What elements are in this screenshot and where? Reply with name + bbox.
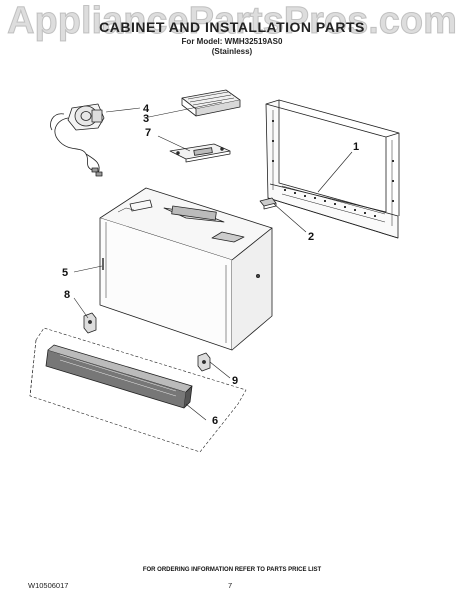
- page-number: 7: [228, 581, 233, 590]
- callout-7: 7: [145, 127, 151, 139]
- callout-2: 2: [308, 231, 314, 243]
- callout-5: 5: [62, 267, 68, 279]
- part-8-clip[interactable]: [83, 312, 97, 334]
- part-6-front-grille[interactable]: [45, 344, 193, 409]
- callout-3: 3: [143, 113, 149, 125]
- ordering-note: FOR ORDERING INFORMATION REFER TO PARTS …: [142, 567, 322, 573]
- leader-lines: [73, 101, 353, 421]
- part-7-damper-plate[interactable]: [169, 143, 231, 163]
- callout-6: 6: [212, 415, 218, 427]
- part-4-motor-assembly[interactable]: [50, 103, 105, 177]
- callout-8: 8: [64, 289, 70, 301]
- document-number: W10506017: [28, 581, 69, 590]
- part-1-mounting-plate[interactable]: [265, 99, 400, 239]
- callout-labels: 4 3 7 1 2 5 8 9 6: [62, 103, 359, 427]
- exploded-parts-diagram: 4 3 7 1 2 5 8 9 6: [29, 89, 400, 453]
- page-title: CABINET AND INSTALLATION PARTS: [99, 19, 365, 35]
- part-3-vent-cap[interactable]: [181, 89, 241, 117]
- finish-subtitle: (Stainless): [211, 47, 253, 56]
- part-2-bracket[interactable]: [259, 197, 277, 210]
- callout-4: 4: [143, 103, 150, 115]
- part-5-cabinet-wrapper[interactable]: [99, 187, 273, 351]
- watermark-logo: AppliancePartsPros.com: [7, 0, 458, 43]
- callout-9: 9: [232, 375, 238, 387]
- part-9-clip[interactable]: [197, 352, 211, 372]
- callout-1: 1: [353, 141, 359, 153]
- model-subtitle: For Model: WMH32519AS0: [181, 37, 283, 46]
